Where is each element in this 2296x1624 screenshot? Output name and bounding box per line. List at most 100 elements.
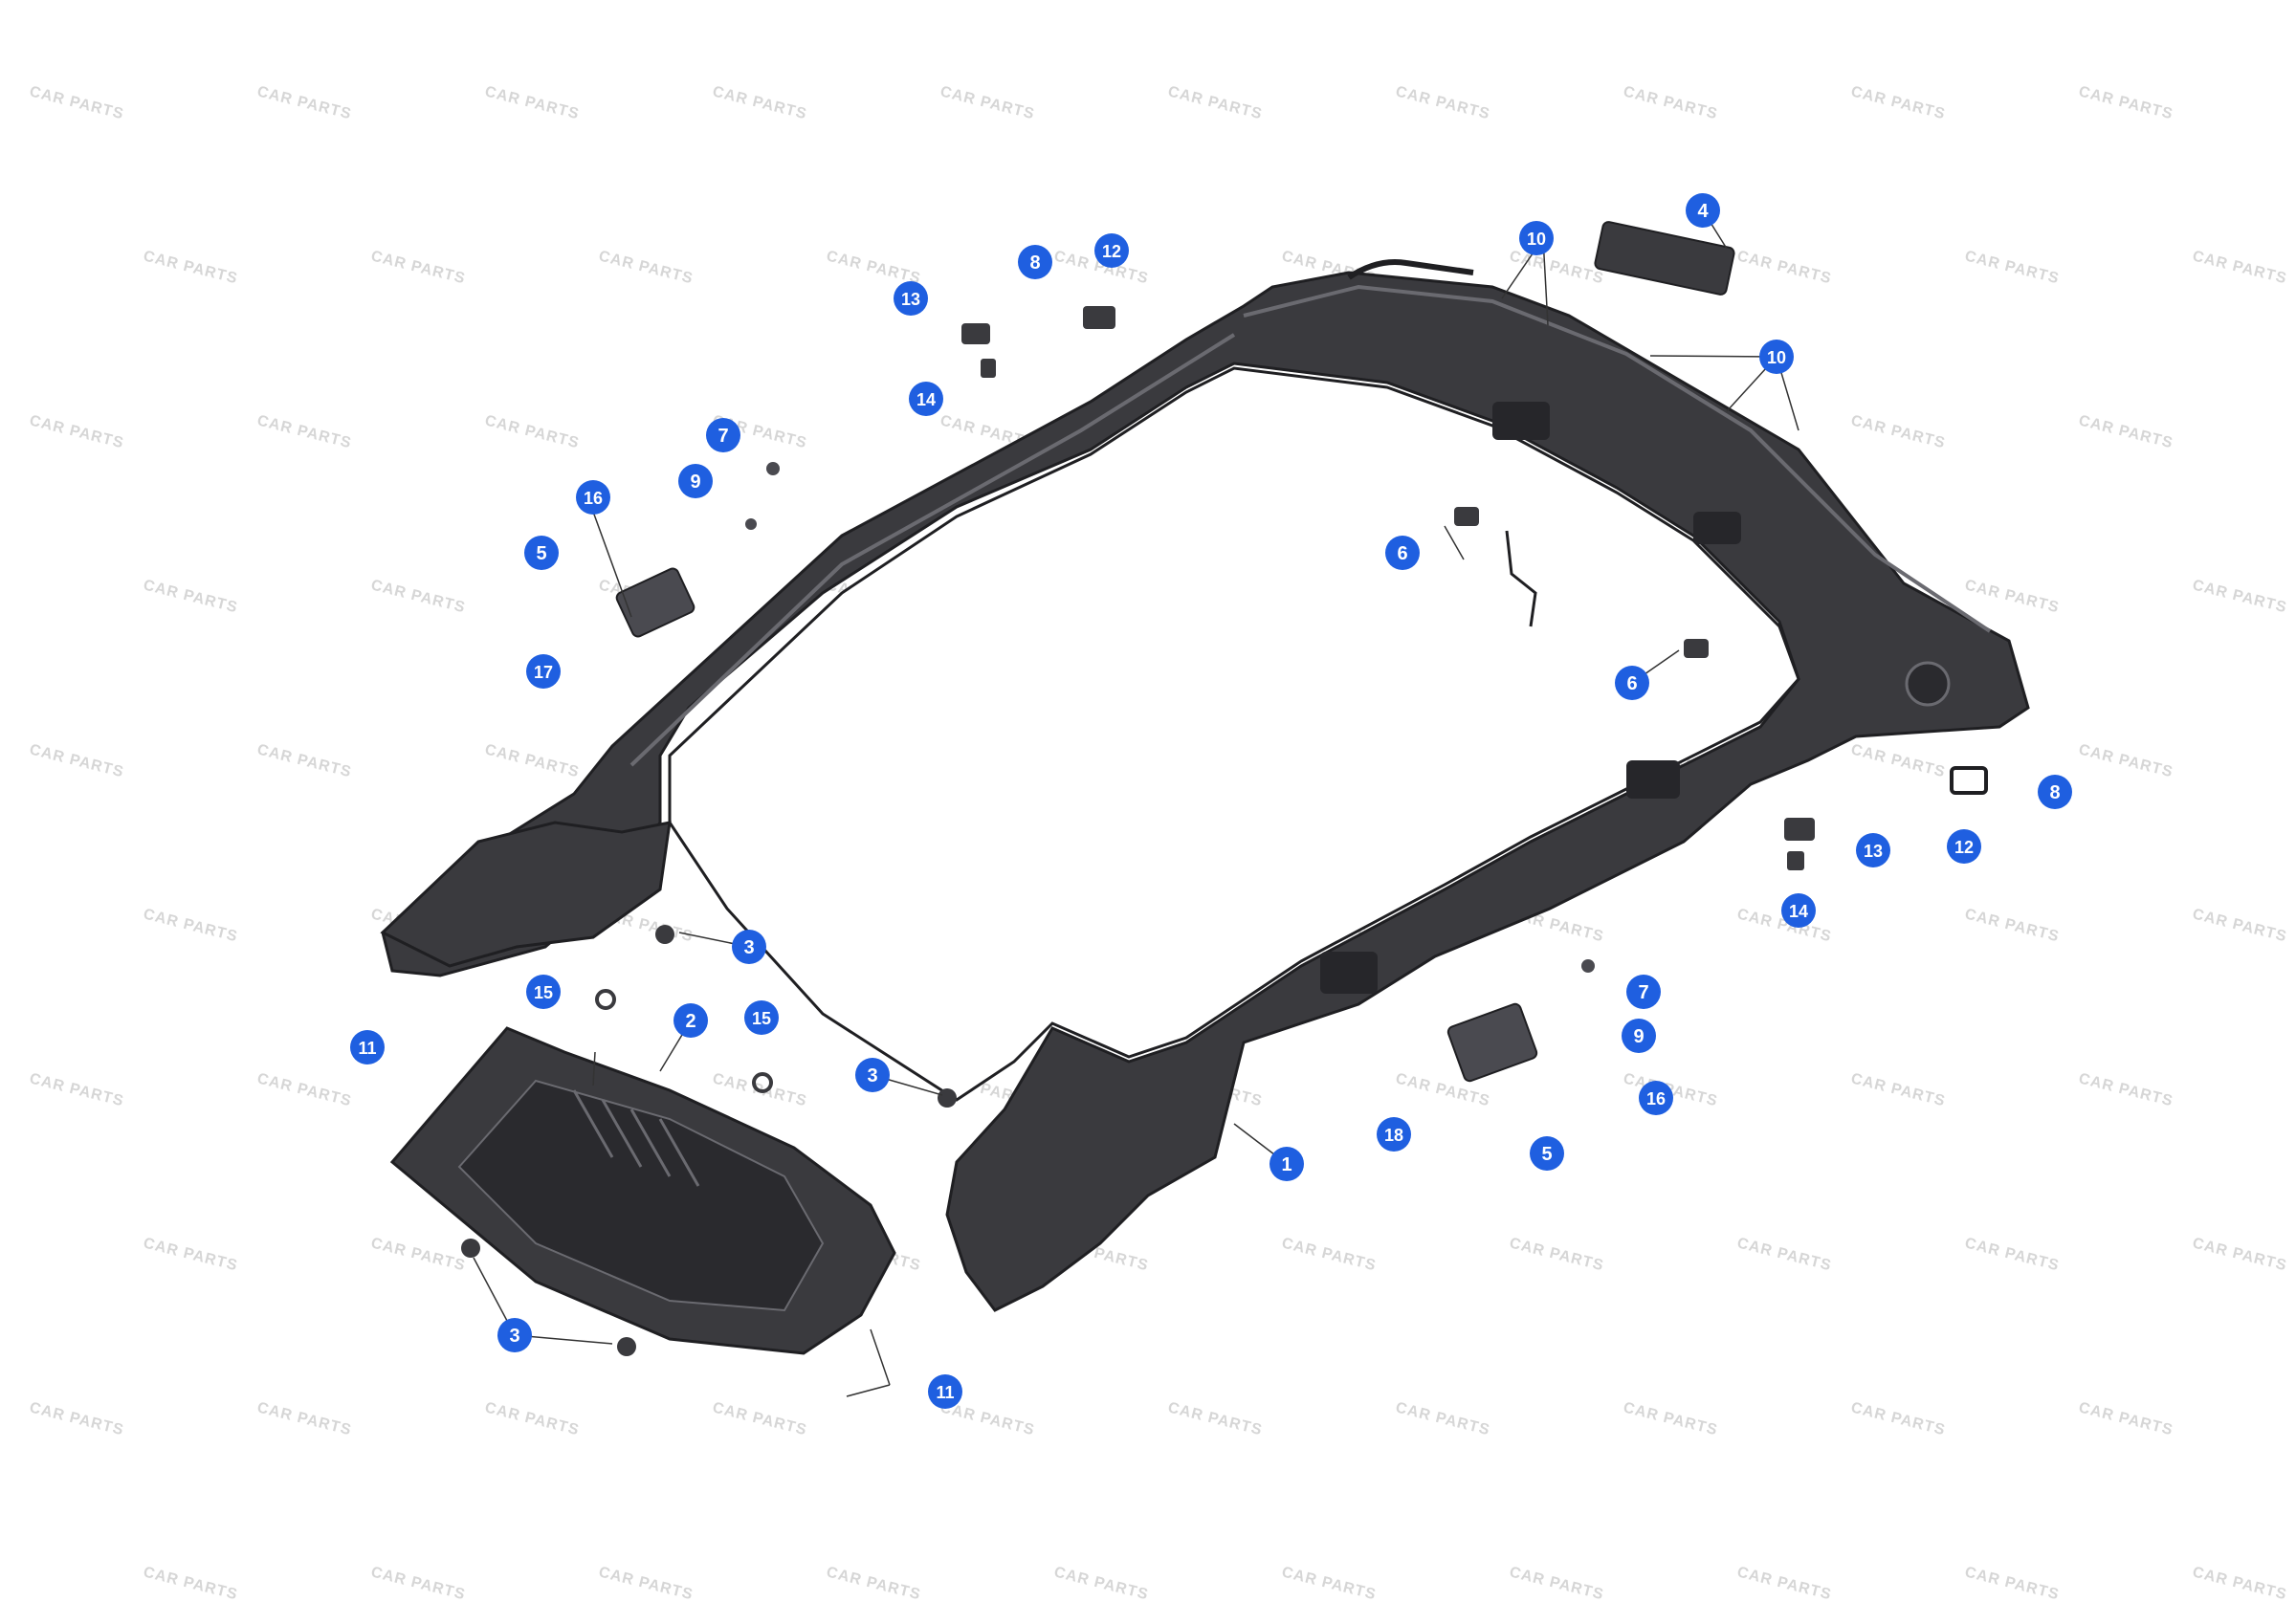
watermark-text: CAR PARTS: [1166, 83, 1264, 122]
wire-harness: [1347, 259, 1474, 280]
callout-badge: [526, 975, 561, 1009]
watermark-text: CAR PARTS: [597, 248, 695, 287]
callout-14: 14: [1781, 893, 1816, 928]
part-7-washer-lower: [1581, 959, 1595, 973]
watermark-text: CAR PARTS: [2191, 577, 2288, 616]
callout-3: 3: [497, 1318, 532, 1352]
part-3-fastener-d: [617, 1337, 636, 1356]
callout-number: 10: [1527, 230, 1546, 249]
part-15-grommet-a: [595, 989, 616, 1010]
callout-17: 17: [526, 654, 561, 689]
watermark-text: CAR PARTS: [142, 248, 239, 287]
callout-badge: [350, 1030, 385, 1064]
callout-12: 12: [1094, 233, 1129, 268]
part-13-clip-lower: [1784, 818, 1815, 841]
watermark-text: CAR PARTS: [28, 412, 125, 451]
watermark-text: CAR PARTS: [2191, 1564, 2288, 1603]
part-3-fastener-c: [461, 1239, 480, 1258]
watermark-text: CAR PARTS: [2191, 906, 2288, 945]
callout-badge: [894, 281, 928, 316]
part-12-bracket-lower: [1950, 766, 1988, 795]
callout-number: 7: [1638, 982, 1648, 1003]
callout-18: 18: [1377, 1117, 1411, 1152]
speaker-grille: [1905, 661, 1951, 707]
callout-3: 3: [732, 930, 766, 964]
watermark-text: CAR PARTS: [369, 248, 467, 287]
watermark-text: CAR PARTS: [483, 412, 581, 451]
callout-badge: [1781, 893, 1816, 928]
callout-number: 6: [1397, 543, 1407, 564]
callout-number: 12: [1102, 242, 1121, 261]
watermark-text: CAR PARTS: [1508, 1564, 1605, 1603]
watermark-text: CAR PARTS: [483, 83, 581, 122]
callout-badge: [526, 654, 561, 689]
callout-8: 8: [1018, 245, 1052, 279]
watermark-text: CAR PARTS: [142, 906, 239, 945]
callout-number: 3: [867, 1065, 877, 1086]
watermark-text: CAR PARTS: [1849, 1399, 1947, 1438]
part-3-fastener-a: [655, 925, 674, 944]
callout-2: 2: [673, 1003, 708, 1038]
watermark-text: CAR PARTS: [1052, 1564, 1150, 1603]
watermark-text: CAR PARTS: [1622, 1399, 1719, 1438]
part-7-washer-upper: [766, 462, 780, 475]
callout-number: 18: [1384, 1126, 1403, 1145]
callout-badge: [744, 1000, 779, 1035]
callout-badge: [1269, 1147, 1304, 1181]
headliner-frame-edge: [629, 333, 1236, 767]
callout-badge: [576, 480, 610, 515]
callout-7: 7: [1626, 975, 1661, 1009]
callout-16: 16: [1639, 1081, 1673, 1115]
watermark-text: CAR PARTS: [255, 1399, 353, 1438]
callout-number: 16: [1646, 1089, 1666, 1108]
part-13-clip-upper: [961, 323, 990, 344]
callout-6: 6: [1385, 536, 1420, 570]
watermark-text: CAR PARTS: [1735, 1564, 1833, 1603]
watermark-text: CAR PARTS: [369, 577, 467, 616]
watermark-text: CAR PARTS: [597, 1564, 695, 1603]
watermark-text: CAR PARTS: [2077, 1399, 2175, 1438]
watermark-text: CAR PARTS: [28, 1070, 125, 1109]
callout-badge: [1519, 221, 1554, 255]
callout-number: 12: [1954, 838, 1974, 857]
part-6-clip-a: [1454, 507, 1479, 526]
callout-number: 11: [936, 1383, 954, 1402]
headliner-frame-highlight: [1243, 284, 1992, 633]
callout-number: 1: [1281, 1154, 1292, 1175]
watermark-text: CAR PARTS: [2077, 83, 2175, 122]
watermark-text: CAR PARTS: [483, 741, 581, 780]
frame-clip-pocket: [1492, 402, 1550, 440]
callout-13: 13: [894, 281, 928, 316]
watermark-text: CAR PARTS: [369, 1564, 467, 1603]
callout-10: 10: [1759, 340, 1794, 374]
watermark-text: CAR PARTS: [1963, 1564, 2061, 1603]
watermark-text: CAR PARTS: [1963, 906, 2061, 945]
small-parts: [461, 221, 1988, 1356]
callout-13: 13: [1856, 833, 1890, 867]
callout-badge: [678, 464, 713, 498]
part-14-clip-upper: [981, 359, 996, 378]
watermark-text: CAR PARTS: [1849, 741, 1947, 780]
watermark-text: CAR PARTS: [1280, 1564, 1378, 1603]
part-14-clip-lower: [1787, 851, 1804, 870]
watermark-text: CAR PARTS: [142, 1564, 239, 1603]
callout-4: 4: [1686, 193, 1720, 228]
part-9-nut-upper: [745, 518, 757, 530]
callout-badge: [1856, 833, 1890, 867]
callout-number: 8: [2049, 782, 2060, 803]
callout-6: 6: [1615, 666, 1649, 700]
watermark-text: CAR PARTS: [1735, 248, 1833, 287]
part-17-sunvisor-hinge: [615, 567, 695, 638]
watermark-text: CAR PARTS: [255, 741, 353, 780]
callout-number: 5: [1541, 1144, 1552, 1165]
frame-clip-pocket: [1693, 512, 1741, 544]
watermark-text: CAR PARTS: [2077, 1070, 2175, 1109]
watermark-text: CAR PARTS: [1735, 1235, 1833, 1274]
callout-number: 14: [1789, 902, 1808, 921]
callout-number: 13: [1864, 842, 1883, 861]
callout-5: 5: [524, 536, 559, 570]
callout-badge: [1530, 1136, 1564, 1171]
callout-badge: [497, 1318, 532, 1352]
callout-number: 11: [358, 1039, 376, 1058]
